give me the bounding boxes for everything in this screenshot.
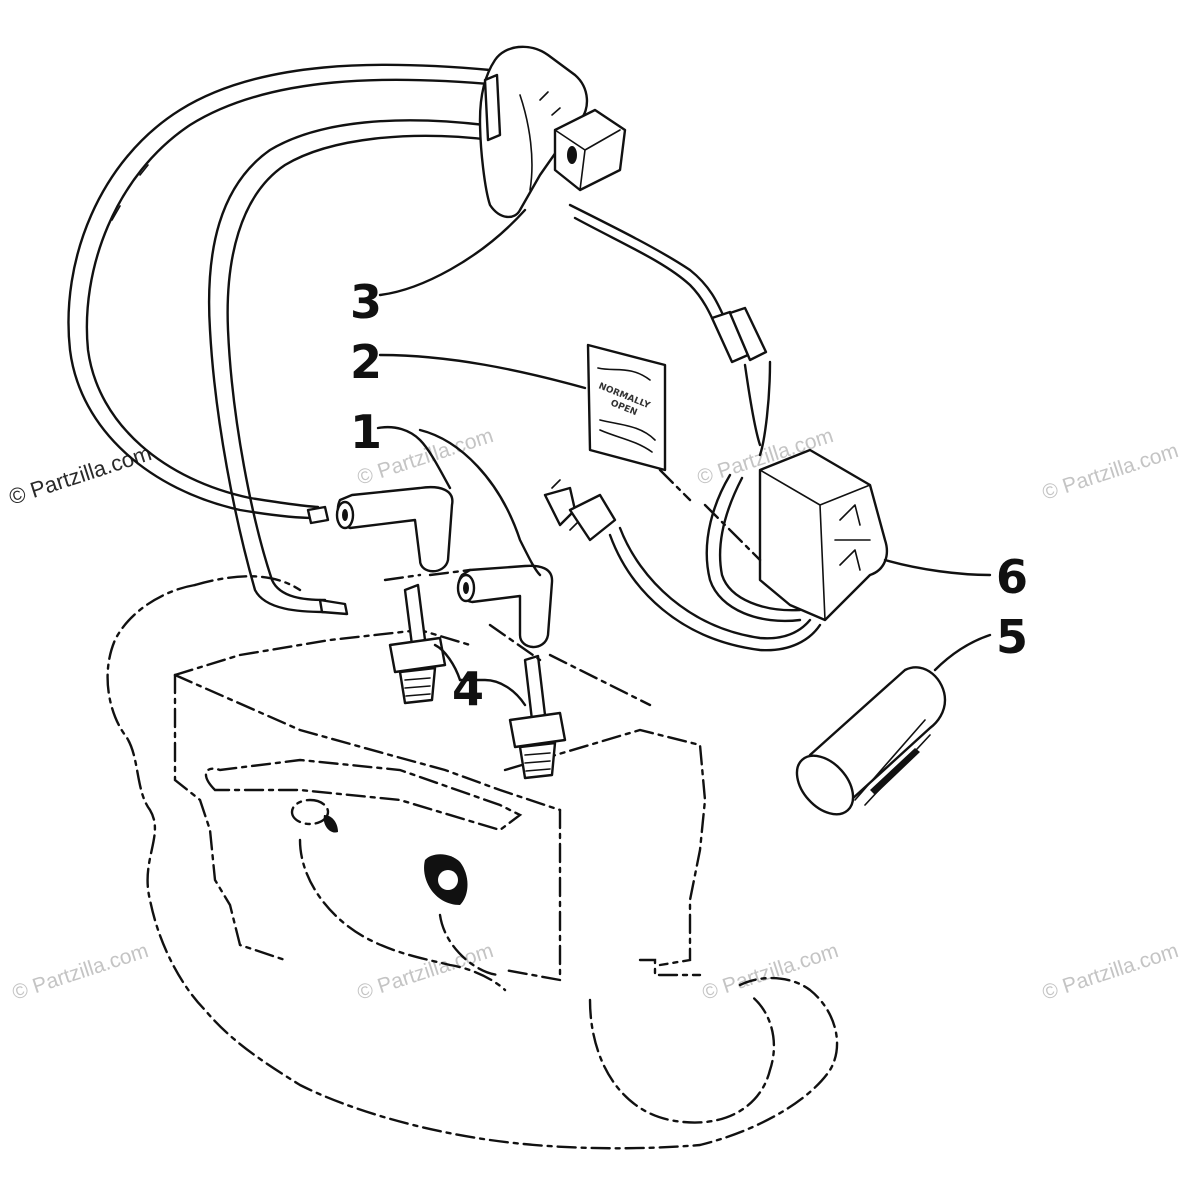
leader-1b [418,428,542,577]
callout-6: 6 [996,550,1028,604]
leader-2-extension [658,468,762,562]
callout-numbers: 3 2 1 4 6 5 [350,275,1028,716]
watermark: © Partzilla.com [699,939,841,1005]
normally-open-decal: NORMALLY OPEN [586,343,667,472]
spark-plug-caps [335,486,554,649]
cdi-module [543,448,889,652]
leader-4b [433,643,462,682]
leader-5 [933,633,992,672]
callout-4: 4 [452,662,484,716]
leader-lines [376,208,992,707]
callout-3: 3 [350,275,382,329]
callout-2: 2 [350,335,382,389]
leader-3 [378,208,527,297]
watermark: © Partzilla.com [1039,439,1181,505]
leader-6 [883,558,992,577]
cylindrical-part [795,666,947,816]
spark-plugs [383,568,652,780]
leader-4a [458,678,527,707]
leader-1a [376,426,452,490]
callout-5: 5 [996,610,1028,664]
watermark: © Partzilla.com [9,939,151,1005]
watermark: © Partzilla.com [1039,939,1181,1005]
ignition-coil [478,45,772,457]
engine-outline [106,575,839,1150]
leader-2 [378,353,587,390]
callout-1: 1 [350,405,382,459]
spark-plug-wires [67,63,502,616]
watermark-left: © Partzilla.com [6,440,155,510]
